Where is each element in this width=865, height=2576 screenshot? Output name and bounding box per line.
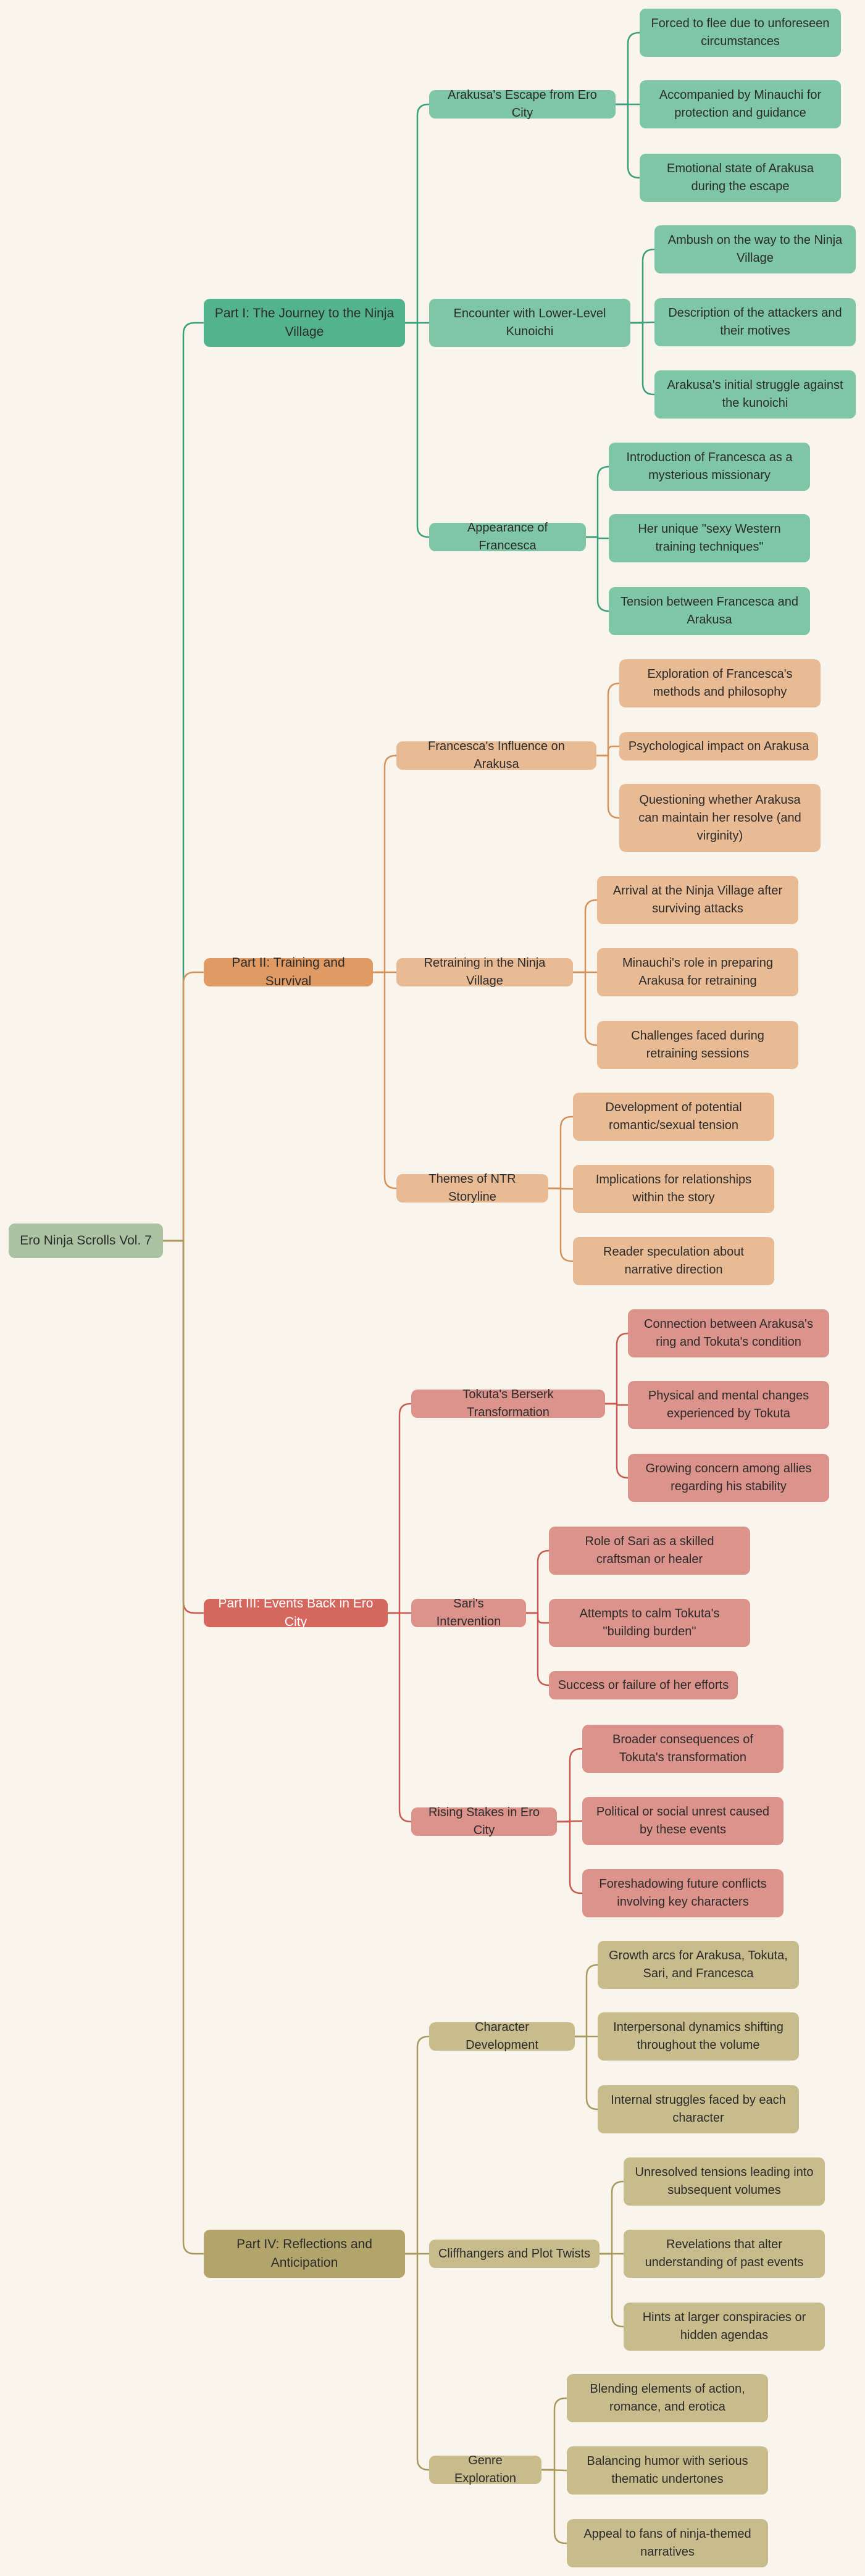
section-node: Arakusa's Escape from Ero City [429,88,616,120]
part-node: Part III: Events Back in Ero City [204,1596,388,1629]
section-node: Encounter with Lower-Level Kunoichi [429,299,630,347]
connector-section-detail [573,971,597,1046]
detail-node: Revelations that alter understanding of … [624,2230,825,2278]
connector-section-detail [526,1612,550,1686]
connector-section-detail [630,322,654,396]
detail-node: Her unique "sexy Western training techni… [609,514,810,562]
detail-node: Description of the attackers and their m… [654,298,856,346]
detail-node: Balancing humor with serious thematic un… [567,2446,768,2495]
connector-part-section [388,1403,411,1614]
connector-part-section [388,1612,411,1823]
section-node: Sari's Intervention [411,1597,526,1628]
detail-node: Emotional state of Arakusa during the es… [640,154,841,202]
detail-node: Blending elements of action, romance, an… [567,2374,768,2422]
section-node: Genre Exploration [429,2454,541,2485]
detail-node: Role of Sari as a skilled craftsman or h… [549,1527,750,1575]
detail-node: Success or failure of her efforts [549,1671,738,1699]
connector-section-detail [596,682,620,757]
connector-part-section [405,322,429,538]
connector-section-detail [575,1964,598,2038]
detail-node: Challenges faced during retraining sessi… [597,1021,798,1069]
section-node: Francesca's Influence on Arakusa [396,740,596,771]
connector-root-part [163,322,204,1242]
connector-part-section [373,754,396,973]
connector-section-detail [541,2397,567,2471]
connector-root-part [163,971,204,1242]
connector-section-detail [557,1748,582,1823]
connector-section-detail [605,1332,629,1405]
detail-node: Questioning whether Arakusa can maintain… [619,784,821,852]
connector-root-part [163,1240,204,2255]
detail-node: Growth arcs for Arakusa, Tokuta, Sari, a… [598,1941,799,1989]
root-topic-node: Ero Ninja Scrolls Vol. 7 [9,1223,163,1258]
connector-part-section [405,2253,429,2471]
section-node: Retraining in the Ninja Village [396,956,573,988]
detail-node: Physical and mental changes experienced … [628,1381,829,1429]
connector-section-detail [616,103,640,179]
connector-section-detail [600,2180,624,2255]
detail-node: Accompanied by Minauchi for protection a… [640,80,841,128]
detail-node: Development of potential romantic/sexual… [573,1093,774,1141]
detail-node: Forced to flee due to unforeseen circums… [640,9,841,57]
connector-section-detail [541,2469,567,2545]
section-node: Tokuta's Berserk Transformation [411,1388,605,1419]
connector-section-detail [586,465,609,538]
section-node: Themes of NTR Storyline [396,1172,548,1204]
connector-section-detail [548,1115,573,1190]
connector-section-detail [630,248,654,324]
detail-node: Connection between Arakusa's ring and To… [628,1309,829,1357]
connector-section-detail [548,1187,573,1262]
detail-node: Minauchi's role in preparing Arakusa for… [597,948,798,996]
detail-node: Broader consequences of Tokuta's transfo… [582,1725,784,1773]
connector-section-detail [605,1403,629,1479]
detail-node: Unresolved tensions leading into subsequ… [624,2157,825,2206]
connector-part-section [405,103,429,324]
detail-node: Internal struggles faced by each charact… [598,2085,799,2133]
detail-node: Psychological impact on Arakusa [619,732,818,761]
detail-node: Exploration of Francesca's methods and p… [619,659,821,707]
connector-section-detail [616,31,640,106]
detail-node: Political or social unrest caused by the… [582,1797,784,1845]
section-node: Appearance of Francesca [429,521,586,552]
detail-node: Appeal to fans of ninja-themed narrative… [567,2519,768,2567]
connector-section-detail [573,899,597,973]
detail-node: Arrival at the Ninja Village after survi… [597,876,798,924]
connector-section-detail [526,1549,550,1614]
part-node: Part I: The Journey to the Ninja Village [204,299,405,347]
connector-section-detail [596,754,620,819]
connector-part-section [373,971,396,1190]
detail-node: Introduction of Francesca as a mysteriou… [609,443,810,491]
connector-section-detail [586,536,609,612]
connector-section-detail [600,2253,624,2328]
part-node: Part II: Training and Survival [204,956,373,988]
detail-node: Interpersonal dynamics shifting througho… [598,2012,799,2061]
detail-node: Implications for relationships within th… [573,1165,774,1213]
section-node: Rising Stakes in Ero City [411,1806,557,1837]
connector-section-detail [557,1820,582,1894]
detail-node: Reader speculation about narrative direc… [573,1237,774,1285]
connector-section-detail [596,745,619,757]
section-node: Cliffhangers and Plot Twists [429,2240,600,2268]
part-node: Part IV: Reflections and Anticipation [204,2230,405,2278]
section-node: Character Development [429,2020,575,2052]
connector-section-detail [575,2035,598,2111]
detail-node: Foreshadowing future conflicts involving… [582,1869,784,1917]
detail-node: Tension between Francesca and Arakusa [609,587,810,635]
detail-node: Attempts to calm Tokuta's "building burd… [549,1599,750,1647]
detail-node: Hints at larger conspiracies or hidden a… [624,2303,825,2351]
detail-node: Ambush on the way to the Ninja Village [654,225,856,273]
detail-node: Arakusa's initial struggle against the k… [654,370,856,419]
detail-node: Growing concern among allies regarding h… [628,1454,829,1502]
connector-part-section [405,2035,429,2255]
